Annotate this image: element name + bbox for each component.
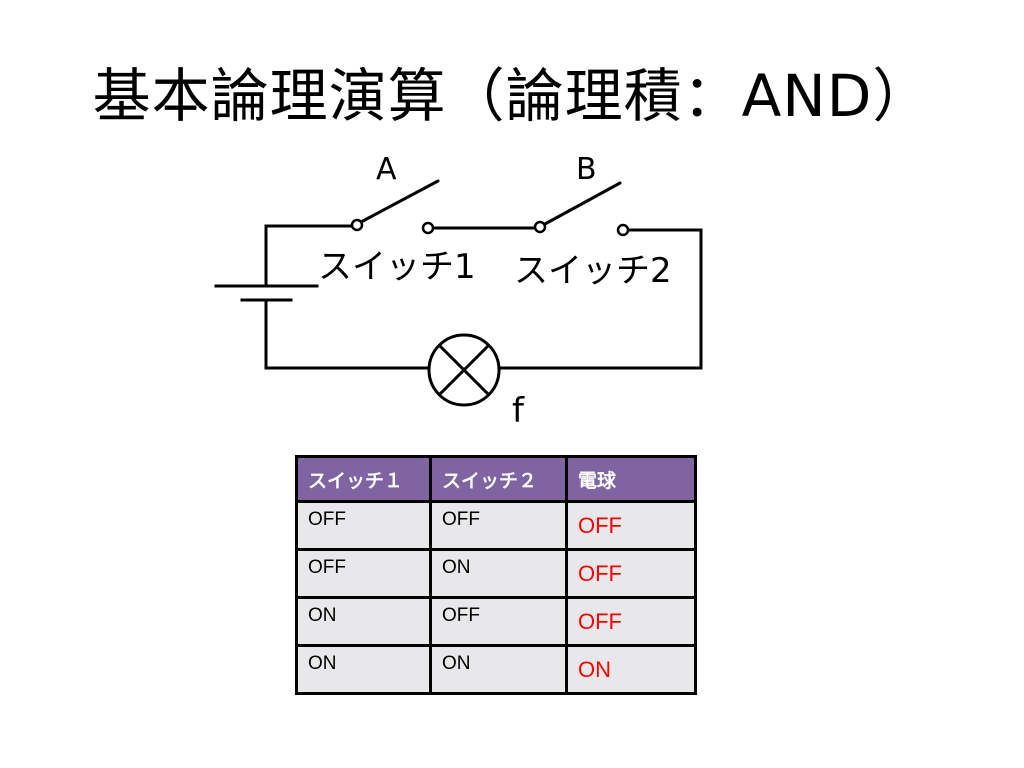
cell-bulb: OFF (565, 596, 697, 647)
header-bulb: 電球 (565, 455, 697, 503)
table-row: ON OFF OFF (295, 596, 697, 647)
cell-bulb: OFF (565, 548, 697, 599)
cell-switch1: OFF (295, 548, 432, 599)
table-row: OFF ON OFF (295, 548, 697, 599)
switch-a-label: A (376, 152, 397, 187)
switch-b-contact-right (616, 223, 630, 237)
switch-a-contact-left (350, 218, 364, 232)
cell-bulb: OFF (565, 500, 697, 551)
wire-bottom-left (264, 298, 430, 370)
cell-bulb: ON (565, 644, 697, 695)
switch1-name: スイッチ1 (318, 247, 476, 287)
switch-b-arm (543, 181, 622, 226)
cell-switch2: OFF (429, 596, 568, 647)
cell-switch2: ON (429, 548, 568, 599)
switch2-name: スイッチ2 (514, 251, 672, 291)
switch-b-label: B (576, 152, 597, 187)
output-label: f (512, 391, 524, 431)
header-switch1: スイッチ１ (295, 455, 432, 503)
header-switch2: スイッチ２ (429, 455, 568, 503)
truth-table: スイッチ１ スイッチ２ 電球 OFF OFF OFF OFF ON OFF ON… (295, 455, 697, 695)
switch-a-arm (359, 179, 440, 224)
truth-table-header-row: スイッチ１ スイッチ２ 電球 (295, 455, 697, 503)
table-row: ON ON ON (295, 644, 697, 695)
switch-a-contact-right (421, 221, 435, 235)
cell-switch1: OFF (295, 500, 432, 551)
wire-right (498, 228, 703, 370)
cell-switch2: ON (429, 644, 568, 695)
table-row: OFF OFF OFF (295, 500, 697, 551)
wire-top-left (264, 224, 357, 260)
cell-switch1: ON (295, 644, 432, 695)
switch-b-contact-left (533, 220, 547, 234)
lamp-circle (427, 333, 501, 407)
cell-switch2: OFF (429, 500, 568, 551)
lamp-cross-2 (437, 343, 491, 397)
slide-title: 基本論理演算（論理積：AND） (92, 62, 932, 130)
cell-switch1: ON (295, 596, 432, 647)
